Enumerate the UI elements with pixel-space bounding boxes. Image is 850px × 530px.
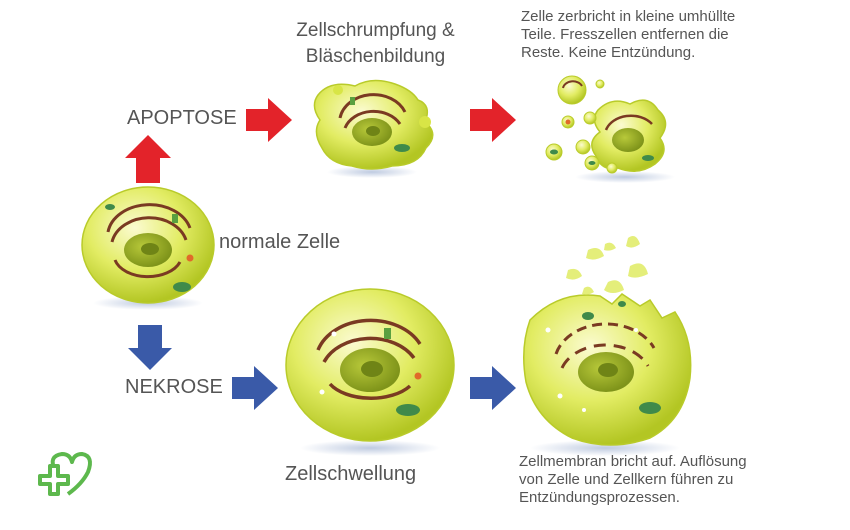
swollen-cell [285, 288, 455, 442]
ruptured-cell [523, 236, 692, 446]
shadow-swollen-cell [300, 440, 440, 456]
rupture-description: Zellmembran bricht auf. Auflösung von Ze… [519, 453, 747, 507]
arrow-right-blue-2 [470, 366, 516, 410]
rupture-description-line-3: Entzündungsprozessen. [519, 489, 680, 506]
shrink-label: Zellschrumpfung & Bläschenbildung [268, 18, 483, 70]
shrink-label-line-1: Zellschrumpfung & [296, 20, 455, 41]
shrunk-cell [313, 79, 434, 170]
swelling-label: Zellschwellung [285, 463, 417, 485]
arrow-right-blue-1 [232, 366, 278, 410]
arrow-right-red-1 [246, 98, 292, 142]
shrink-label-line-2: Bläschenbildung [305, 46, 446, 67]
rupture-description-line-2: von Zelle und Zellkern führen zu [519, 471, 734, 488]
heart-plus-logo-icon [38, 452, 92, 496]
normal-cell [81, 186, 215, 304]
nekrose-label: NEKROSE [125, 376, 223, 398]
fragment-description-line-2: Teile. Fresszellen entfernen die [521, 26, 729, 43]
fragment-description-line-3: Reste. Keine Entzündung. [521, 44, 696, 61]
arrow-right-red-2 [470, 98, 516, 142]
fragment-description: Zelle zerbricht in kleine umhüllte Teile… [521, 8, 735, 62]
fragment-description-line-1: Zelle zerbricht in kleine umhüllte [521, 8, 736, 25]
apoptose-label: APOPTOSE [127, 107, 237, 129]
arrow-down-blue [128, 325, 172, 370]
shadow-shrunk-cell [327, 166, 417, 178]
normal-cell-label: normale Zelle [219, 231, 341, 253]
rupture-description-line-1: Zellmembran bricht auf. Auflösung [519, 453, 747, 470]
fragmented-cell [545, 75, 667, 174]
shadow-fragmented-cell [575, 171, 675, 183]
shadow-ruptured-cell [530, 440, 680, 456]
arrow-up-red [125, 135, 171, 183]
